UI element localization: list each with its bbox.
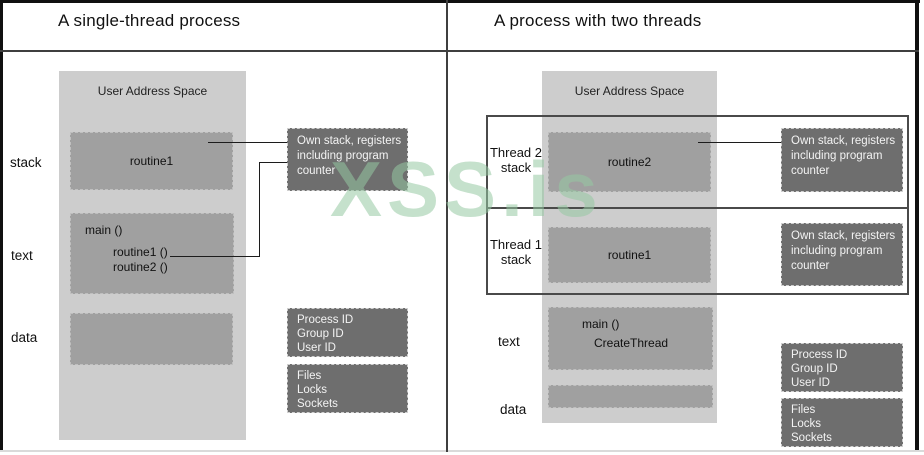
connector-maincall-horizontal xyxy=(170,256,260,257)
connector-routine1-to-note xyxy=(208,142,287,143)
note-line: Own stack, registers xyxy=(791,135,896,147)
right-routine1-label: routine1 xyxy=(607,248,652,262)
note-line: counter xyxy=(791,165,830,177)
xss-watermark: XSS.is xyxy=(330,145,603,233)
thread-stacks-outline xyxy=(486,115,909,295)
connector-maincall-to-note xyxy=(259,162,287,163)
thread1-stack-label: Thread 1 stack xyxy=(487,237,545,267)
note-line: including program xyxy=(297,150,389,162)
right-thread1-own-stack-note: Own stack, registers including program c… xyxy=(781,223,903,286)
left-routine2-call-line: routine2 () xyxy=(113,260,168,274)
right-panel-title: A process with two threads xyxy=(494,11,702,30)
left-user-address-space-label: User Address Space xyxy=(97,84,208,98)
left-main-line: main () xyxy=(85,223,123,237)
right-process-ids-note: Process ID Group ID User ID xyxy=(781,343,903,392)
left-text-label: text xyxy=(11,248,33,263)
left-stack-label: stack xyxy=(10,155,42,170)
right-text-main-box: main () CreateThread xyxy=(548,307,713,370)
right-data-box xyxy=(548,385,713,408)
note-line: Sockets xyxy=(791,432,832,444)
panel-divider-line xyxy=(446,0,448,452)
right-thread2-own-stack-note: Own stack, registers including program c… xyxy=(781,128,903,192)
note-line: Process ID xyxy=(297,314,354,326)
outer-border-left xyxy=(0,0,3,452)
note-line: including program xyxy=(791,150,883,162)
right-text-label: text xyxy=(498,334,520,349)
left-stack-routine1-box: routine1 xyxy=(70,132,233,190)
right-resources-note: Files Locks Sockets xyxy=(781,398,903,447)
thread-stacks-divider xyxy=(486,207,909,209)
note-line: Group ID xyxy=(297,328,344,340)
left-panel-title: A single-thread process xyxy=(58,11,241,30)
note-line: Locks xyxy=(297,384,328,396)
left-text-main-box: main () routine1 () routine2 () xyxy=(70,213,234,294)
note-line: Files xyxy=(297,370,322,382)
right-main-line: main () xyxy=(582,317,620,331)
left-data-box xyxy=(70,313,233,365)
left-routine1-call-line: routine1 () xyxy=(113,245,168,259)
thread1-label-line: Thread 1 xyxy=(489,237,543,252)
right-thread2-routine2-box: routine2 xyxy=(548,132,711,192)
right-routine2-label: routine2 xyxy=(607,155,652,169)
left-own-stack-note: Own stack, registers including program c… xyxy=(287,128,408,191)
left-process-ids-note: Process ID Group ID User ID xyxy=(287,308,408,357)
note-line: Own stack, registers xyxy=(297,135,402,147)
note-line: counter xyxy=(791,260,830,272)
left-resources-note: Files Locks Sockets xyxy=(287,364,408,413)
connector-routine2-to-note xyxy=(698,142,781,143)
note-line: Locks xyxy=(791,418,822,430)
note-line: Process ID xyxy=(791,349,848,361)
outer-border-bottom xyxy=(0,450,924,452)
note-line: User ID xyxy=(791,377,830,389)
note-line: Own stack, registers xyxy=(791,230,896,242)
note-line: Sockets xyxy=(297,398,338,410)
note-line: Group ID xyxy=(791,363,838,375)
note-line: User ID xyxy=(297,342,336,354)
note-line: counter xyxy=(297,165,336,177)
right-data-label: data xyxy=(500,402,527,417)
left-data-label: data xyxy=(11,330,38,345)
note-line: Files xyxy=(791,404,816,416)
left-routine1-label: routine1 xyxy=(129,154,174,168)
right-createthread-line: CreateThread xyxy=(594,336,669,350)
thread2-label-line: stack xyxy=(500,160,532,175)
connector-maincall-vertical xyxy=(259,162,260,257)
right-thread1-routine1-box: routine1 xyxy=(548,227,711,283)
outer-border-top xyxy=(0,0,920,3)
thread2-label-line: Thread 2 xyxy=(489,145,543,160)
outer-border-right xyxy=(915,0,919,452)
thread1-label-line: stack xyxy=(500,252,532,267)
thread2-stack-label: Thread 2 stack xyxy=(487,145,545,175)
title-separator-line xyxy=(0,50,919,52)
right-user-address-space-label: User Address Space xyxy=(574,84,685,98)
note-line: including program xyxy=(791,245,883,257)
